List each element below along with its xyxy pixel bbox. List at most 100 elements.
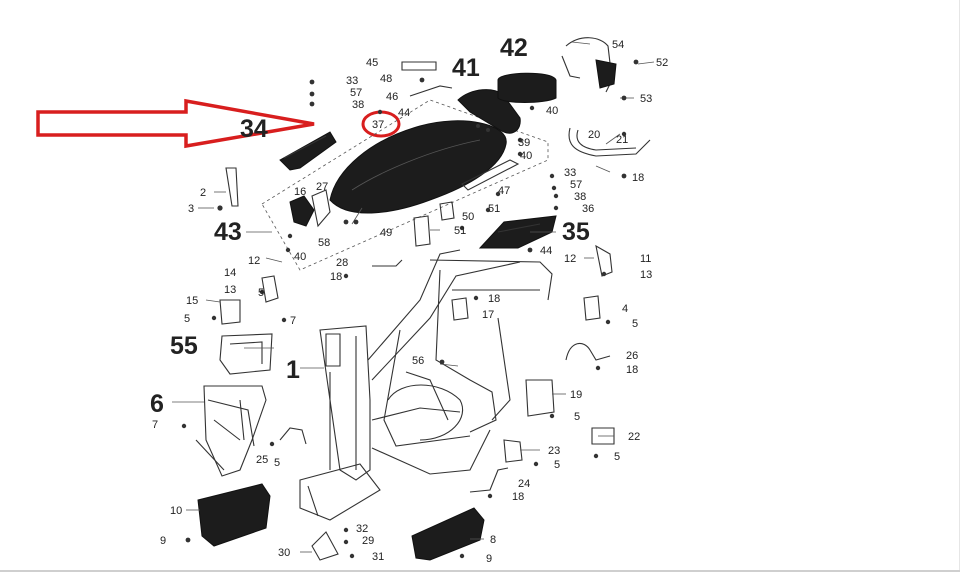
callout-5f: 5 xyxy=(274,457,280,469)
callout-31: 31 xyxy=(372,551,384,563)
cable-26-part xyxy=(565,342,611,361)
callout-18c: 18 xyxy=(632,172,644,184)
rod-2-part xyxy=(225,167,239,207)
callout-33a: 33 xyxy=(346,75,358,87)
seat-part xyxy=(329,120,507,214)
callout-29: 29 xyxy=(362,535,374,547)
front-support-part xyxy=(195,385,267,477)
cable-25-part xyxy=(279,427,307,445)
right-footrest-plate-part xyxy=(411,507,485,561)
callout-4: 4 xyxy=(622,303,628,315)
callout-49: 49 xyxy=(380,227,392,239)
bracket-14-part xyxy=(261,275,279,303)
callout-43: 43 xyxy=(214,218,242,246)
callout-28: 28 xyxy=(336,257,348,269)
callout-8: 8 xyxy=(490,534,496,546)
left-footrest-plate-part xyxy=(197,483,271,547)
callout-24: 24 xyxy=(518,478,530,490)
callout-56: 56 xyxy=(412,355,424,367)
callout-47: 47 xyxy=(498,185,510,197)
rod-47-part xyxy=(461,159,520,191)
callout-13b: 13 xyxy=(640,269,652,281)
callout-12a: 12 xyxy=(248,255,260,267)
callout-5b: 5 xyxy=(632,318,638,330)
fasteners xyxy=(181,59,639,559)
cable-24-part xyxy=(469,467,509,493)
callout-57b: 57 xyxy=(570,179,582,191)
callout-39: 39 xyxy=(518,137,530,149)
callout-5a: 5 xyxy=(184,313,190,325)
callout-23: 23 xyxy=(548,445,560,457)
callout-5g: 5 xyxy=(258,287,264,299)
grab-pipe-part xyxy=(568,127,651,157)
bracket-49-part xyxy=(413,215,431,247)
callout-48: 48 xyxy=(380,73,392,85)
callout-40c: 40 xyxy=(294,251,306,263)
callout-54: 54 xyxy=(612,39,624,51)
callout-16: 16 xyxy=(294,186,306,198)
callout-33b: 33 xyxy=(564,167,576,179)
callout-13a: 13 xyxy=(224,284,236,296)
callout-14: 14 xyxy=(224,267,236,279)
callout-9b: 9 xyxy=(486,553,492,565)
bracket-17-part xyxy=(451,297,469,321)
callout-18a: 18 xyxy=(330,271,342,283)
bracket-23-part xyxy=(503,439,523,463)
callout-12b: 12 xyxy=(564,253,576,265)
callout-27: 27 xyxy=(316,181,328,193)
cable-28-part xyxy=(372,259,403,267)
cable-46-part xyxy=(409,85,453,97)
callout-32: 32 xyxy=(356,523,368,535)
bracket-19-part xyxy=(525,379,555,417)
bracket-11-part xyxy=(595,244,613,277)
callout-34: 34 xyxy=(240,115,268,143)
right-side-cover-part xyxy=(478,215,557,249)
callout-37: 37 xyxy=(372,119,384,131)
plate-45-part xyxy=(401,61,437,71)
seat-assembly-box xyxy=(261,99,549,271)
callout-52: 52 xyxy=(656,57,668,69)
callout-46: 46 xyxy=(386,91,398,103)
callout-44a: 44 xyxy=(398,107,410,119)
seat-latch-part xyxy=(289,195,315,227)
callout-9a: 9 xyxy=(160,535,166,547)
callout-26: 26 xyxy=(626,350,638,362)
callout-18e: 18 xyxy=(512,491,524,503)
bracket-50-part xyxy=(439,201,455,221)
callout-11: 11 xyxy=(640,253,651,265)
callout-22: 22 xyxy=(628,431,640,443)
callout-7b: 7 xyxy=(152,419,158,431)
top-pad-part xyxy=(497,72,557,103)
callout-21: 21 xyxy=(616,134,628,146)
bottom-edge-line xyxy=(0,570,960,572)
callout-5d: 5 xyxy=(614,451,620,463)
callout-18b: 18 xyxy=(488,293,500,305)
bracket-4-part xyxy=(583,295,601,321)
callout-45: 45 xyxy=(366,57,378,69)
callout-labels: 1 2 3 4 5 5 5 5 5 5 5 6 7 7 8 9 9 10 11 … xyxy=(150,34,668,565)
callout-53: 53 xyxy=(640,93,652,105)
callout-5c: 5 xyxy=(574,411,580,423)
bracket-55-part xyxy=(219,333,273,375)
callout-36: 36 xyxy=(582,203,594,215)
callout-50: 50 xyxy=(462,211,474,223)
callout-3: 3 xyxy=(188,203,194,215)
callout-25: 25 xyxy=(256,454,268,466)
callout-20: 20 xyxy=(588,129,600,141)
callout-5e: 5 xyxy=(554,459,560,471)
callout-10: 10 xyxy=(170,505,182,517)
callout-1: 1 xyxy=(286,356,300,384)
callout-51b: 51 xyxy=(454,225,466,237)
bracket-15-part xyxy=(219,299,241,325)
callout-6: 6 xyxy=(150,390,164,418)
callout-30: 30 xyxy=(278,547,290,559)
callout-19: 19 xyxy=(570,389,582,401)
callout-42: 42 xyxy=(500,34,528,62)
rack-54-part xyxy=(561,37,617,93)
main-frame-part xyxy=(299,249,553,521)
callout-38b: 38 xyxy=(574,191,586,203)
callout-35: 35 xyxy=(562,218,590,246)
callout-15: 15 xyxy=(186,295,198,307)
